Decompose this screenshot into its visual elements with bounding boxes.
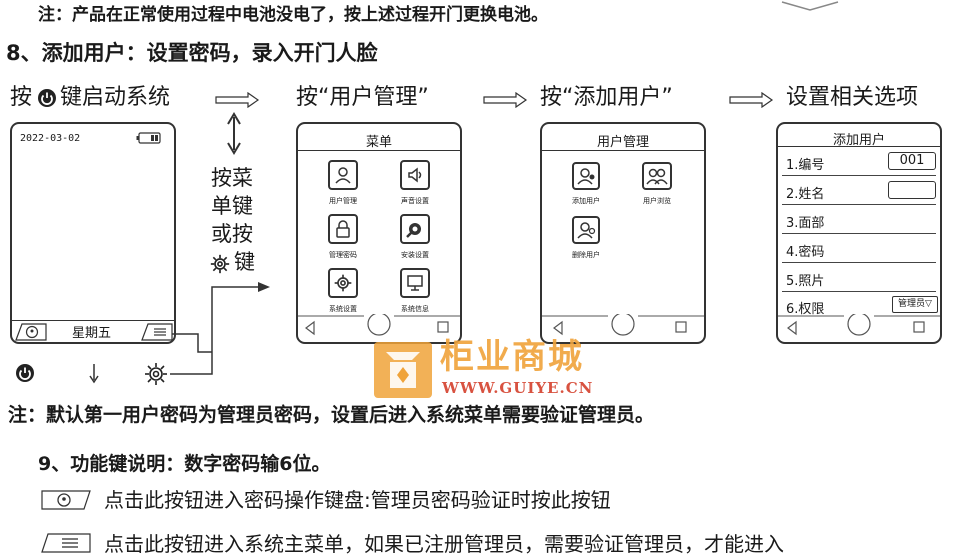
flow-step-1-suffix: 键启动系统 — [60, 85, 171, 110]
power-icon — [38, 89, 56, 107]
section-9-title: 9、功能键说明：数字密码输6位。 — [38, 453, 331, 475]
flow-step-4: 设置相关选项 — [786, 85, 919, 110]
flow-step-3: 按“添加用户” — [540, 85, 673, 110]
option-divider — [782, 233, 936, 234]
side-gear-icon — [210, 254, 230, 274]
browse-users-icon[interactable] — [642, 162, 672, 190]
option-id-label: 1.编号 — [786, 158, 825, 173]
delete-user-icon[interactable] — [572, 216, 600, 244]
admin-password-icon[interactable] — [328, 214, 358, 244]
user-manage-item-label: 删除用户 — [572, 251, 600, 259]
menu-item-label: 管理密码 — [329, 251, 357, 259]
side-text-line-1: 按菜 — [211, 166, 253, 190]
option-photo-label[interactable]: 5.照片 — [786, 274, 825, 289]
flow-arrow-3 — [729, 92, 774, 108]
gear-button-icon[interactable] — [144, 362, 168, 386]
side-text-line-3: 或按 — [211, 222, 253, 246]
lock-key-icon[interactable] — [14, 322, 48, 342]
add-user-icon[interactable] — [572, 162, 600, 190]
role-select[interactable]: 管理员▽ — [892, 296, 938, 313]
user-manage-title-separator — [542, 150, 704, 151]
watermark-url: WWW.GUIYE.CN — [442, 379, 594, 397]
option-divider — [782, 204, 936, 205]
menu-item-label: 声音设置 — [401, 197, 429, 205]
option-name-label: 2.姓名 — [786, 187, 825, 202]
lock-key-icon — [41, 490, 91, 510]
option-divider — [782, 262, 936, 263]
menu-item-label: 安装设置 — [401, 251, 429, 259]
add-user-title-separator — [778, 146, 940, 147]
flow-arrow-1 — [215, 92, 260, 108]
option-divider — [782, 291, 936, 292]
menu-key-icon[interactable] — [140, 322, 174, 342]
menu-item-label: 系统信息 — [401, 305, 429, 313]
user-manage-title: 用户管理 — [596, 135, 649, 150]
section-8-title: 8、添加用户：设置密码，录入开门人脸 — [6, 41, 378, 65]
option-divider — [782, 175, 936, 176]
sound-settings-icon[interactable] — [400, 160, 430, 190]
install-settings-icon[interactable] — [400, 214, 430, 244]
option-role-label: 6.权限 — [786, 302, 825, 317]
watermark-name: 柜业商城 — [440, 337, 584, 377]
note-top: 注：产品在正常使用过程中电池没电了，按上述过程开门更换电池。 — [38, 5, 548, 25]
note-bottom: 注：默认第一用户密码为管理员密码，设置后进入系统菜单需要验证管理员。 — [8, 404, 655, 426]
user-manage-nav-bar — [542, 314, 704, 336]
weekday-display: 星期五 — [72, 326, 112, 341]
user-manage-item-label: 用户浏览 — [643, 197, 671, 205]
add-user-title: 添加用户 — [832, 133, 885, 148]
key-description-2: 点击此按钮进入系统主菜单，如果已注册管理员，需要验证管理员，才能进入 — [104, 532, 784, 556]
flow-step-1-prefix: 按 — [10, 85, 33, 110]
menu-item-label: 用户管理 — [329, 197, 357, 205]
date-display: 2022-03-02 — [20, 133, 81, 144]
side-text-line-2: 单键 — [211, 194, 253, 218]
add-user-nav-bar — [778, 314, 940, 336]
phone-menu-screen: 菜单 用户管理 声音设置 管理密码 安装设置 系统设置 系统信息 — [296, 122, 462, 344]
flow-step-2: 按“用户管理” — [296, 85, 429, 110]
key-description-1: 点击此按钮进入密码操作键盘:管理员密码验证时按此按钮 — [104, 488, 611, 512]
phone-home-screen: 2022-03-02 星期五 — [10, 122, 176, 344]
system-info-icon[interactable] — [400, 268, 430, 298]
menu-title: 菜单 — [365, 135, 392, 150]
corner-decoration — [781, 1, 839, 11]
menu-item-label: 系统设置 — [329, 305, 357, 313]
user-manage-icon[interactable] — [328, 160, 358, 190]
name-input[interactable] — [888, 181, 936, 199]
battery-icon — [136, 132, 161, 144]
system-settings-icon[interactable] — [328, 268, 358, 298]
side-text-line-4: 键 — [234, 250, 255, 274]
watermark-logo-icon — [374, 342, 432, 398]
home-bottom-separator — [12, 320, 174, 321]
menu-title-separator — [298, 150, 460, 151]
option-face-label[interactable]: 3.面部 — [786, 216, 825, 231]
menu-nav-bar — [298, 314, 460, 336]
phone-add-user-screen: 添加用户 1.编号 001 2.姓名 3.面部 4.密码 5.照片 6.权限 管… — [776, 122, 942, 344]
down-arrow-icon — [89, 364, 99, 384]
menu-key-icon — [41, 533, 91, 553]
option-password-label[interactable]: 4.密码 — [786, 245, 825, 260]
phone-user-manage-screen: 用户管理 添加用户 用户浏览 删除用户 — [540, 122, 706, 344]
flow-arrow-2 — [483, 92, 528, 108]
user-manage-item-label: 添加用户 — [572, 197, 600, 205]
power-button-icon[interactable] — [14, 362, 36, 384]
id-value-box[interactable]: 001 — [888, 152, 936, 170]
